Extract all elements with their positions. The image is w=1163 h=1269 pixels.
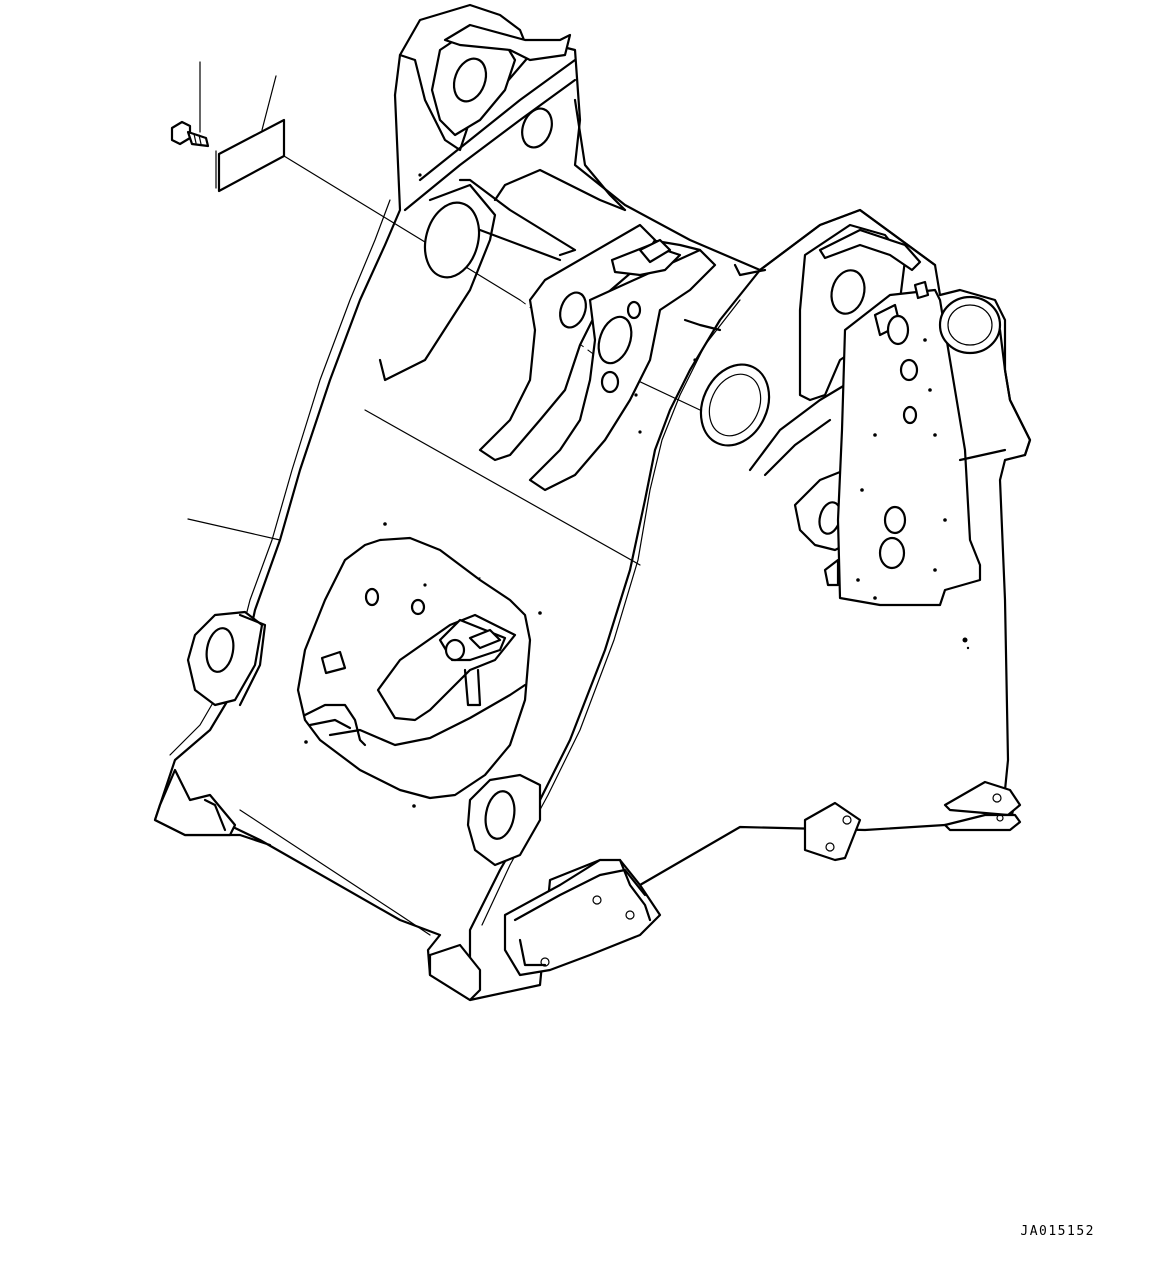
left-body-outline (153, 3, 1032, 1002)
bottom-foot (428, 858, 662, 1002)
right-mount-plate (836, 280, 982, 607)
access-opening (296, 522, 542, 808)
main-frame (153, 3, 1032, 1002)
left-tower (378, 23, 627, 382)
front-face-right-edge (468, 268, 762, 977)
small-bracket (803, 801, 862, 862)
lower-lug (466, 773, 542, 867)
center-brackets (478, 223, 717, 492)
right-tower (699, 208, 937, 587)
right-foot (943, 780, 1022, 832)
drawing-reference-code: JA015152 (1020, 1224, 1095, 1239)
cross-beam (458, 168, 767, 332)
leader-lines (187, 61, 481, 595)
left-foot (153, 768, 237, 837)
front-face-left-edge (158, 93, 402, 807)
left-lug (186, 610, 267, 707)
bolt-part (170, 120, 210, 148)
plate-part (215, 118, 286, 193)
rear-cylinder (938, 295, 1032, 462)
